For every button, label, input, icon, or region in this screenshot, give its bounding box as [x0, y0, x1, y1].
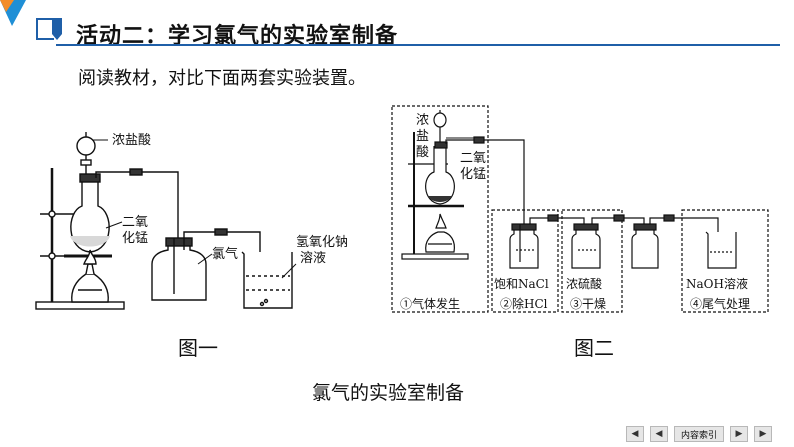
label-naoh-2: 溶液: [300, 251, 326, 266]
main-caption: 氯气的实验室制备: [312, 382, 465, 404]
section-box-dry: [561, 209, 623, 313]
label-conc-hcl: 浓盐酸: [112, 133, 151, 148]
stand-base: [35, 301, 125, 310]
figure-1-caption: 图一: [178, 336, 218, 360]
nav-index-button[interactable]: 内容索引: [673, 426, 724, 442]
naoh-beaker: [705, 231, 737, 269]
collection-bottle: [151, 241, 207, 301]
figure-1-apparatus: 浓盐酸 二氧 化锰 氯气 氢氧化钠 溶液: [35, 132, 348, 310]
figure-2-apparatus: 浓 盐 酸 二氧 化锰 饱和NaCl 浓硫酸 NaOH溶液 ①气体发生 ②除HC…: [391, 105, 769, 313]
label2-naoh: NaOH溶液: [686, 276, 748, 291]
label2-mno2-1: 二氧: [460, 151, 486, 166]
label-mno2-2: 化锰: [122, 231, 148, 246]
intro-text: 阅读教材，对比下面两套实验装置。: [78, 68, 366, 89]
wash-bottle-h2so4: [571, 227, 601, 269]
wash-bottle-nacl: [509, 227, 539, 269]
nav-last-button[interactable]: ▶: [754, 426, 772, 442]
label-chlorine: 氯气: [212, 246, 238, 262]
section-box-gen: [391, 105, 489, 313]
section-box-hcl: [491, 209, 559, 313]
section-label-dry: ③干燥: [570, 297, 606, 311]
figure-2-caption: 图二: [574, 336, 614, 360]
label2-conc-3: 酸: [416, 145, 429, 160]
label-mno2-1: 二氧: [122, 215, 148, 230]
title-underline: [56, 44, 780, 46]
section-label-tail: ④尾气处理: [690, 296, 750, 311]
beaker: [241, 251, 293, 309]
label2-conc-2: 盐: [416, 129, 429, 144]
label2-conc-1: 浓: [416, 113, 429, 128]
section-label-hcl: ②除HCl: [500, 296, 548, 311]
label2-mno2-2: 化锰: [460, 167, 486, 182]
label-naoh-1: 氢氧化钠: [296, 235, 348, 250]
nav-next-button[interactable]: ▶: [730, 426, 748, 442]
nav-prev-button[interactable]: ◀: [649, 426, 668, 442]
section-box-tail: [681, 209, 769, 313]
section-label-gen: ①气体发生: [400, 296, 460, 311]
nav-first-button[interactable]: ◀: [625, 426, 644, 442]
label2-nacl: 饱和NaCl: [494, 276, 549, 291]
title-bracket: [36, 18, 54, 40]
safety-bottle: [631, 227, 659, 269]
title-marker-icon: [52, 18, 62, 40]
corner-logo-icon: [0, 0, 26, 26]
slide-nav: ◀ ◀ 内容索引 ▶ ▶: [625, 425, 772, 443]
label2-h2so4: 浓硫酸: [566, 276, 602, 291]
alcohol-lamp: [71, 273, 109, 303]
